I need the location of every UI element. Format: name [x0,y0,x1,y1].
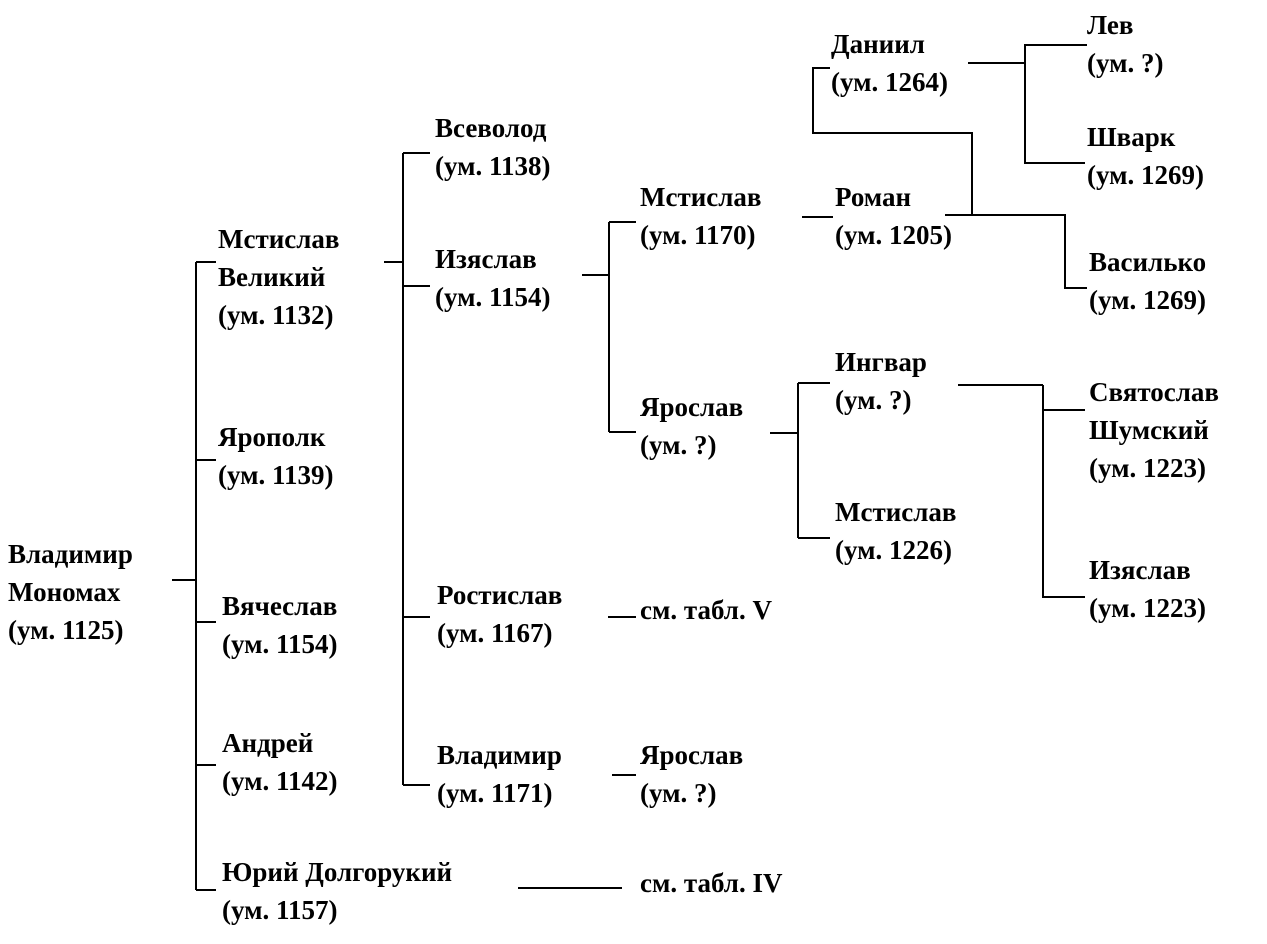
death-year: (ум. 1226) [835,535,953,565]
node-daniil: Даниил (ум. 1264) [831,25,948,101]
death-year: (ум. 1223) [1089,593,1207,623]
connector [1024,44,1087,164]
person-name: Мономах [8,577,121,607]
node-izyaslav-1154: Изяслав (ум. 1154) [435,240,551,316]
node-vyacheslav: Вячеслав (ум. 1154) [222,587,338,663]
person-name: Вячеслав [222,591,338,621]
connector [812,67,973,215]
person-name: Всеволод [435,113,547,143]
person-name: Роман [835,182,912,212]
reference-text: см. табл. IV [640,868,783,898]
node-yuriy-dolgorukiy: Юрий Долгорукий (ум. 1157) [222,853,452,929]
person-name: Ростислав [437,580,563,610]
death-year: (ум. 1269) [1089,285,1207,315]
death-year: (ум. 1167) [437,618,553,648]
node-yaropolk: Ярополк (ум. 1139) [218,418,334,494]
person-name: Изяслав [1089,555,1191,585]
death-year: (ум. 1157) [222,895,338,925]
node-vladimir-1171: Владимир (ум. 1171) [437,736,562,812]
death-year: (ум. 1264) [831,67,949,97]
person-name: Лев [1087,10,1134,40]
death-year: (ум. ?) [640,430,717,460]
connector [945,214,1087,289]
person-name: Шумский [1089,415,1209,445]
node-mstislav-velikiy: Мстислав Великий (ум. 1132) [218,220,340,334]
node-yaroslav-son-of-vladimir: Ярослав (ум. ?) [640,736,743,812]
node-ingvar: Ингвар (ум. ?) [835,343,927,419]
death-year: (ум. 1138) [435,151,551,181]
node-vasilko: Василько (ум. 1269) [1089,243,1206,319]
person-name: Ярослав [640,740,744,770]
reference-text: см. табл. V [640,595,772,625]
person-name: Юрий Долгорукий [222,857,453,887]
death-year: (ум. 1205) [835,220,953,250]
death-year: (ум. 1269) [1087,160,1205,190]
death-year: (ум. 1139) [218,460,334,490]
connector [1042,409,1085,598]
reference-table-v: см. табл. V [640,591,772,629]
person-name: Мстислав [218,224,340,254]
node-lev: Лев (ум. ?) [1087,6,1164,82]
person-name: Ярополк [218,422,326,452]
death-year: (ум. ?) [640,778,717,808]
death-year: (ум. 1223) [1089,453,1207,483]
node-shvark: Шварк (ум. 1269) [1087,118,1204,194]
person-name: Великий [218,262,326,292]
death-year: (ум. 1154) [435,282,551,312]
death-year: (ум. 1132) [218,300,334,330]
node-mstislav-1170: Мстислав (ум. 1170) [640,178,762,254]
person-name: Мстислав [640,182,762,212]
person-name: Изяслав [435,244,537,274]
node-vsevolod: Всеволод (ум. 1138) [435,109,551,185]
node-yaroslav-son-of-izyaslav: Ярослав (ум. ?) [640,388,743,464]
death-year: (ум. 1171) [437,778,553,808]
death-year: (ум. ?) [1087,48,1164,78]
death-year: (ум. 1170) [640,220,756,250]
death-year: (ум. 1154) [222,629,338,659]
person-name: Андрей [222,728,314,758]
person-name: Владимир [437,740,562,770]
node-izyaslav-1223: Изяслав (ум. 1223) [1089,551,1206,627]
node-rostislav: Ростислав (ум. 1167) [437,576,562,652]
person-name: Шварк [1087,122,1176,152]
person-name: Владимир [8,539,133,569]
person-name: Мстислав [835,497,957,527]
person-name: Святослав [1089,377,1219,407]
person-name: Даниил [831,29,925,59]
node-mstislav-1226: Мстислав (ум. 1226) [835,493,957,569]
person-name: Ингвар [835,347,927,377]
person-name: Ярослав [640,392,744,422]
reference-table-iv: см. табл. IV [640,864,782,902]
node-vladimir-monomakh: Владимир Мономах (ум. 1125) [8,535,133,649]
node-svyatoslav-shumskiy: Святослав Шумский (ум. 1223) [1089,373,1219,487]
death-year: (ум. ?) [835,385,912,415]
person-name: Василько [1089,247,1207,277]
death-year: (ум. 1125) [8,615,124,645]
death-year: (ум. 1142) [222,766,338,796]
node-andrey: Андрей (ум. 1142) [222,724,338,800]
node-roman: Роман (ум. 1205) [835,178,952,254]
